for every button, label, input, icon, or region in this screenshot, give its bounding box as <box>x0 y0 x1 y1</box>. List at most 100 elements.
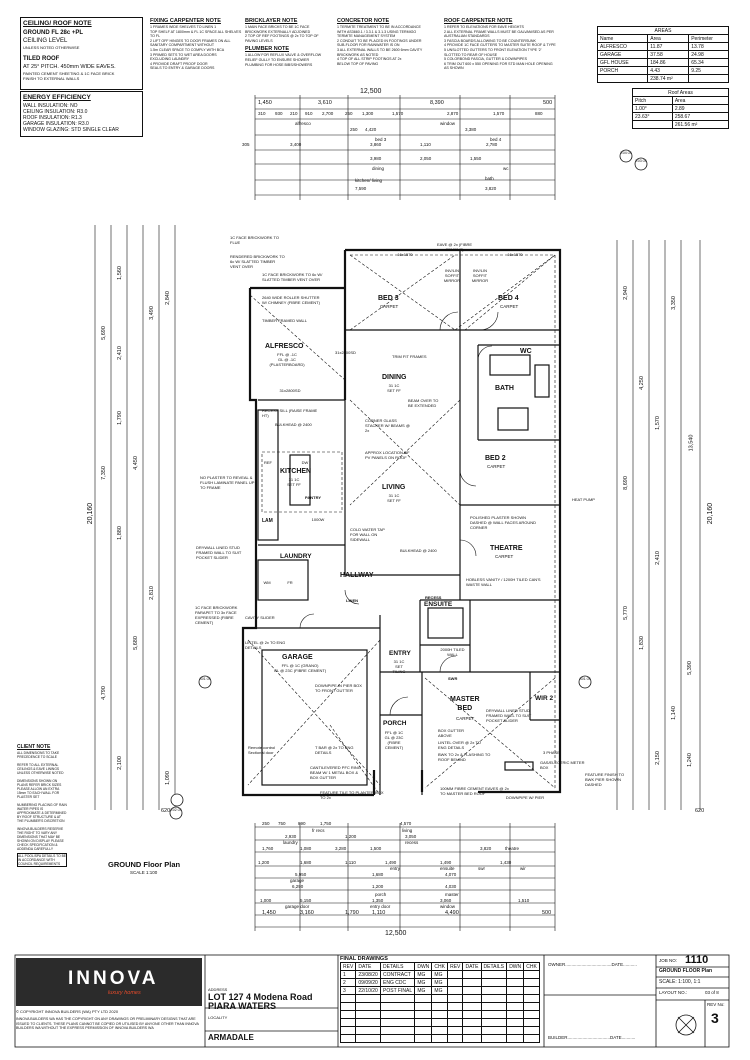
room-pantry: PANTRY <box>305 495 321 500</box>
energy-row: GARAGE INSULATION: R3.0 <box>23 121 89 127</box>
dim-label: 310 <box>258 111 266 116</box>
dim-label: 1,350 <box>372 898 384 903</box>
section-tag: S01 04 <box>199 677 211 681</box>
dim-label: 930 <box>275 111 283 116</box>
note-line: GROUND FL 28c +PL <box>23 30 84 36</box>
dim-label: 1,140 <box>670 706 677 720</box>
dim-word: laundry <box>283 840 298 845</box>
annotation: HOBLESS VANITY / 1200H TILED CAN'S WASTE… <box>466 577 541 587</box>
dim-word: bath <box>485 176 494 181</box>
energy-title: ENERGY EFFICIENCY <box>23 94 91 101</box>
dim-label: 2,840 <box>164 291 171 305</box>
annotation: APPROX LOCATION OF PV PANELS ON ROOF <box>365 450 410 460</box>
note-line: PAINTED CEMENT SHEETING & 1C FACE BRICK <box>23 71 115 76</box>
dim-label: 1,200 <box>345 834 357 839</box>
note-line: AT 25° PITCH. 450mm WIDE EAVES. <box>23 64 116 70</box>
dim-label: 2,940 <box>622 286 629 300</box>
dim-label: 3,380 <box>465 127 477 132</box>
dim-label: 3,050 <box>405 834 417 839</box>
dim-label: 2,410 <box>116 346 123 360</box>
dim-label: 2,870 <box>447 111 459 116</box>
bricklayer-note: BRICKLAYER NOTE 1 MAIN FACE BRICKS TO BE… <box>245 17 333 67</box>
room-dining-levels: 31 1C SET FF <box>387 383 401 393</box>
dim-word: fr recs <box>312 828 325 833</box>
dim-label: 2,150 <box>654 751 661 765</box>
dim-label: 1,680 <box>372 872 384 877</box>
dim-label: 3,400 <box>290 142 302 147</box>
dim-label: 620 <box>695 808 705 814</box>
annotation: 1C FACE BRICKWORK PARAPET TO 3x FACE EXP… <box>195 605 238 625</box>
client-note-title: CLIENT NOTE <box>17 744 51 750</box>
annotation: FEATURE FINISH TO BWK PIER SHOWN DASHED <box>585 772 625 787</box>
dim-label: 1,570 <box>654 416 661 430</box>
dim-label: 1,300 <box>362 111 374 116</box>
dim-label: 1,450 <box>258 100 272 106</box>
dim-label: 3,820 <box>480 846 492 851</box>
annotation: CANTILEVERED PFC RING BEAM W/ 1 METAL BO… <box>310 765 361 780</box>
dim-label: 1,000 <box>260 898 272 903</box>
annotation: BULKHEAD @ 2400 <box>400 548 437 553</box>
room-hallway: HALLWAY <box>340 572 374 579</box>
dim-label: 3,350 <box>670 296 677 310</box>
room-master-finish: CARPET <box>456 716 475 721</box>
dim-word: entry <box>390 866 401 871</box>
dim-label: 4,420 <box>365 127 377 132</box>
annotation: 100MM FIBRE CEMENT EAVES @ 2x TO MASTER … <box>440 786 509 796</box>
dim-label: 1,200 <box>372 884 384 889</box>
overall-height-left: 20,160 <box>87 502 95 525</box>
room-master: MASTER BED <box>450 696 480 712</box>
annotation: CORNER GLASS STACKER W/ BEAMS @ 2x <box>365 418 410 433</box>
room-kitchen: KITCHEN <box>280 468 312 475</box>
annotation: EAVE @ 2x (FIBRE CEMENT) <box>436 242 473 252</box>
room-living: LIVING <box>382 484 406 491</box>
note-line: TILED ROOF <box>23 56 60 62</box>
room-dining: DINING <box>382 374 407 381</box>
dim-label: 1,760 <box>262 846 274 851</box>
dim-label: 1,240 <box>686 753 693 767</box>
note-title: BRICKLAYER NOTE <box>245 18 298 24</box>
dim-label: 1,430 <box>500 860 512 865</box>
dim-label: 1,880 <box>116 526 123 540</box>
roof-carpenter-note: ROOF CARPENTER NOTE 1 REFER TO ELEVATION… <box>444 17 589 71</box>
note-title: FIXING CARPENTER NOTE <box>150 18 221 24</box>
dim-label: 910 <box>305 111 313 116</box>
final-drawings-title: FINAL DRAWINGS <box>340 956 388 962</box>
dim-word: window <box>440 904 456 909</box>
dim-word: ensuite <box>440 866 455 871</box>
dim-label: 1,500 <box>370 846 382 851</box>
job-no-label: JOB NO: <box>659 958 678 963</box>
energy-row: ROOF INSULATION: R1.3 <box>23 115 82 121</box>
dim-label: 4,570 <box>400 821 412 826</box>
dim-label: 250 <box>262 821 270 826</box>
energy-row: WINDOW GLAZING: STD SINGLE CLEAR <box>23 127 119 133</box>
dim-label: 4,450 <box>132 456 139 470</box>
annotation: COLD WATER TAP FOR WALL ON SIDEWALL <box>350 527 385 542</box>
room-theatre-finish: CARPET <box>495 554 514 559</box>
annotation: RENDERED BRICKWORK TO 6c W/ SLATTED TIMB… <box>230 254 285 269</box>
address-label: ADDRESS <box>208 987 228 992</box>
client-note-body: ALL DIMENSIONS TO TAKE PRECEDENCE TO SCA… <box>17 751 67 867</box>
dim-label: 620 <box>161 808 171 814</box>
plan-title: GROUND Floor Plan <box>108 860 181 869</box>
room-ensuite: ENSUITE <box>424 601 453 608</box>
annotation: LINTEL @ 2x TO ENG DETAILS <box>245 640 286 650</box>
builder-sign-line: BUILDER.................................… <box>548 1035 636 1040</box>
dim-label: 5,770 <box>622 606 629 620</box>
dim-label: 2,930 <box>285 834 297 839</box>
annotation: 16x1570 <box>397 252 413 257</box>
layout-label: LAYOUT NO.: <box>659 990 688 995</box>
annotation: POLISHED PLASTER SHOWN DASHED @ WALL FAC… <box>470 515 536 530</box>
annotation: 3 PHASE <box>543 750 560 755</box>
room-theatre: THEATRE <box>490 545 523 552</box>
dim-label: 3,490 <box>148 306 155 320</box>
annotation: 2000H TILED WALL <box>440 647 465 657</box>
energy-row: CEILING INSULATION: R3.0 <box>23 109 88 115</box>
annotation: DW <box>301 460 309 465</box>
dim-label: 4,250 <box>638 376 645 390</box>
dim-label: 1,110 <box>372 910 386 916</box>
annotation: BEAM OVER TO BE EXTENDED <box>408 398 439 408</box>
